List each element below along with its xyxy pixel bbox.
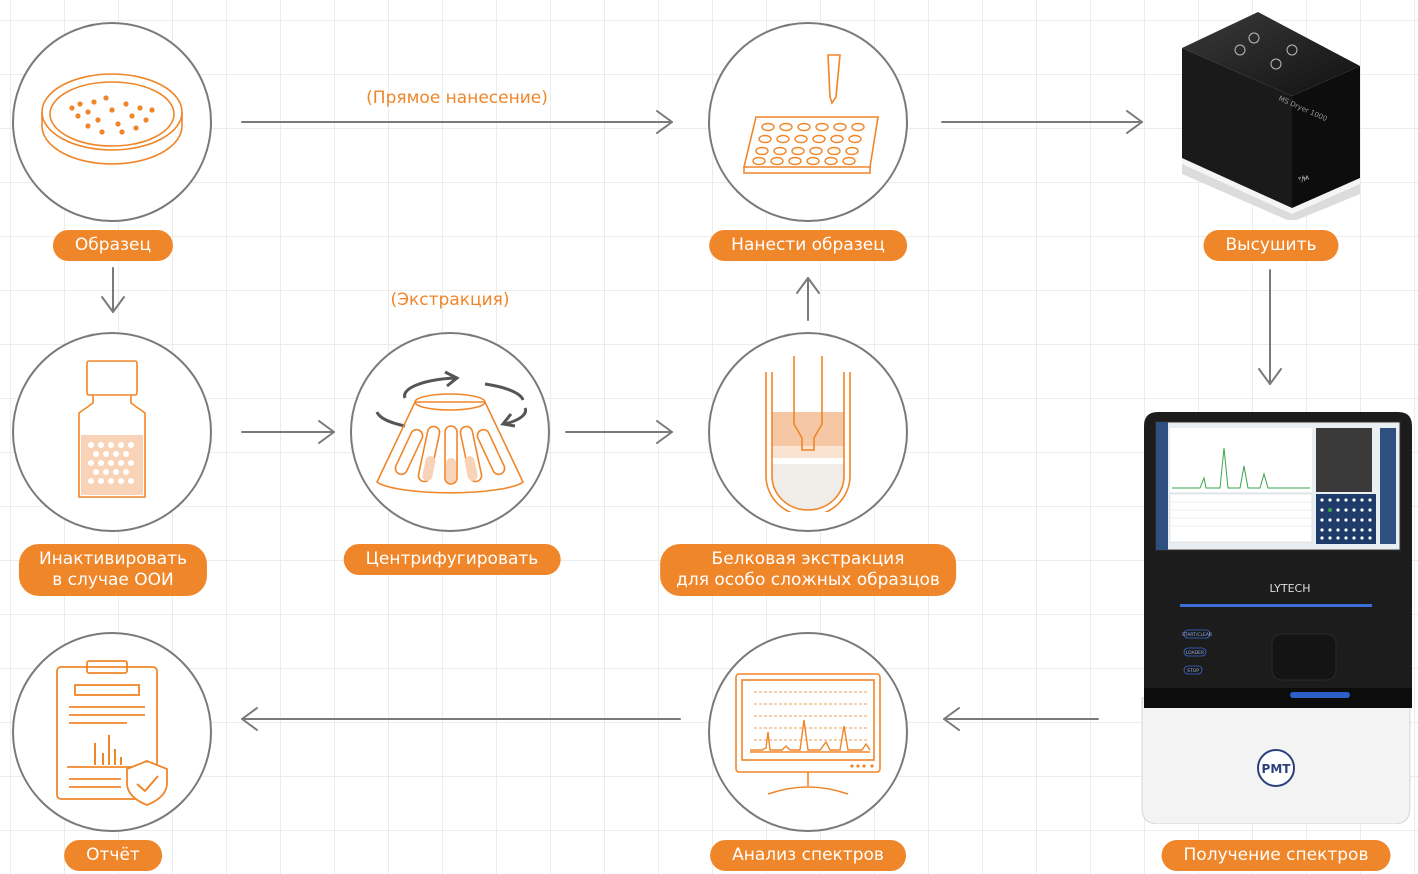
label-dry: Высушить (1203, 230, 1339, 261)
analysis-circle (708, 632, 908, 832)
ms-dryer-device: MS Dryer 1000 ᴾ⁄ᴍ (1172, 8, 1372, 222)
note-direct-application: (Прямое нанесение) (366, 88, 548, 108)
loader-button-text: LOADER (1186, 650, 1204, 656)
pmt-logo: PMT (1257, 749, 1295, 787)
dryer-brand-text: ᴾ⁄ᴍ (1297, 173, 1310, 185)
spectrum-trace (750, 719, 871, 751)
petri-dish-icon (41, 73, 183, 165)
shield-check-icon (126, 760, 168, 806)
vial-bubbles (88, 442, 134, 484)
arrow-analysis-to-report (241, 707, 681, 731)
apply-circle (708, 22, 908, 222)
report-circle (12, 632, 212, 832)
sample-circle (12, 22, 212, 222)
label-spectra-acquisition: Получение спектров (1161, 840, 1391, 871)
note-extraction: (Экстракция) (390, 290, 510, 310)
stop-button-text: STOP (1187, 668, 1199, 674)
arrow-centrifuge-to-protein (565, 420, 673, 444)
mass-spectrometer-device: LYTECH START/CLEAR LOADER STOP PMT (1140, 408, 1418, 825)
arrow-apply-to-dry (941, 110, 1143, 134)
label-spectra-analysis: Анализ спектров (710, 840, 906, 871)
screen-plate-dots (1320, 498, 1372, 540)
instrument-brand-text: LYTECH (1269, 582, 1310, 595)
inactivate-circle (12, 332, 212, 532)
report-spectrum-lines (94, 735, 122, 765)
arrow-dry-to-acquisition (1258, 269, 1282, 385)
spectrum-monitor-icon (735, 673, 881, 795)
target-plate-icon (742, 54, 879, 174)
arrow-inactivate-to-centrifuge (241, 420, 335, 444)
label-sample: Образец (52, 230, 174, 261)
plate-wells (752, 122, 865, 166)
start-clear-button-text: START/CLEAR (1182, 632, 1212, 638)
svg-text:PMT: PMT (1262, 762, 1292, 776)
arrow-sample-to-inactivate (101, 267, 125, 313)
report-clipboard-icon (56, 660, 168, 806)
extraction-tube-icon (765, 356, 851, 512)
arrow-sample-to-apply (241, 110, 673, 134)
label-centrifuge: Центрифугировать (343, 544, 561, 575)
arrow-protein-to-apply (796, 277, 820, 321)
label-apply-sample: Нанести образец (709, 230, 907, 261)
centrifuge-circle (350, 332, 550, 532)
label-report: Отчёт (64, 840, 162, 871)
arrow-acquisition-to-analysis (943, 707, 1099, 731)
protein-extraction-circle (708, 332, 908, 532)
vial-icon (78, 360, 146, 498)
centrifuge-icon (375, 370, 528, 494)
